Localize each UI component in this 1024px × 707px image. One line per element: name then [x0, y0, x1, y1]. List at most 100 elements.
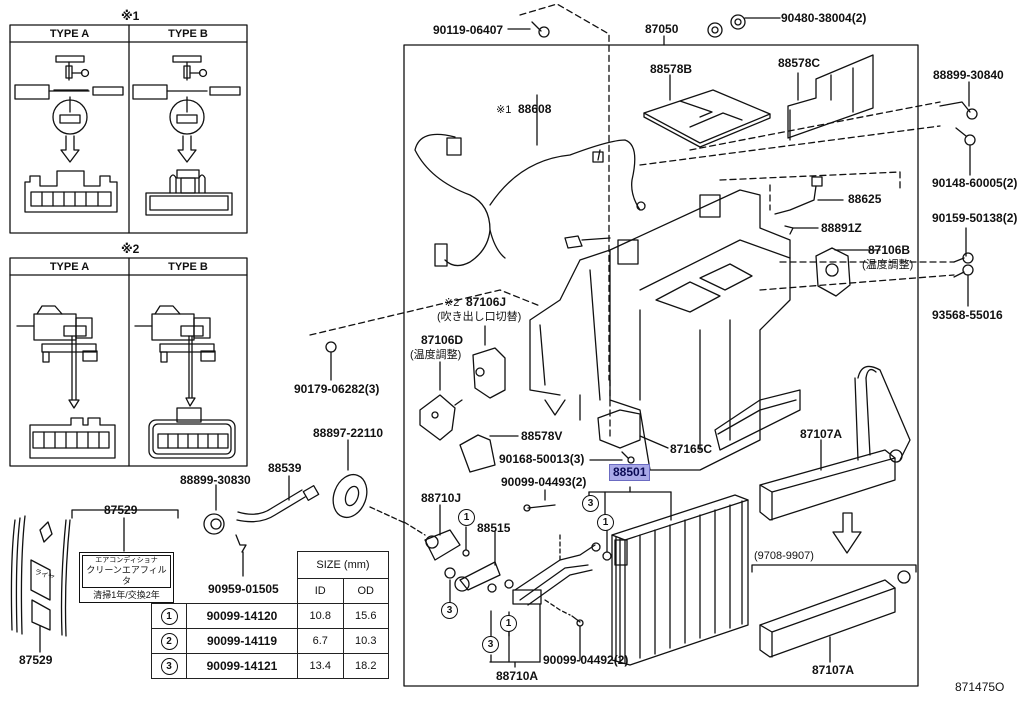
- inset1-type-b-connector-drawing: [132, 55, 241, 216]
- part-label-88891Z[interactable]: 88891Z: [821, 221, 862, 235]
- actuator-87106B: [815, 247, 881, 297]
- filter-88578B: [643, 74, 771, 148]
- inset-2-marker: ※2: [121, 242, 140, 256]
- part-label-87106B[interactable]: 87106B: [868, 243, 911, 257]
- part-label-90119-06407[interactable]: 90119-06407: [433, 23, 504, 37]
- sensor-88625: [774, 176, 844, 215]
- part-label-90168-50013[interactable]: 90168-50013(3): [499, 452, 585, 466]
- size-table-col-id: ID: [297, 578, 344, 604]
- screw-90099-04493: [523, 489, 556, 512]
- size-row-part[interactable]: 90099-14120: [186, 603, 298, 629]
- seal-88578V: [459, 434, 519, 473]
- part-88608-marker: ※1: [496, 104, 512, 116]
- grommet-88897-22110: [332, 439, 406, 524]
- oring-callout: 3: [582, 495, 599, 512]
- part-87106D-note: (温度調整): [410, 349, 462, 361]
- size-row-od: 18.2: [342, 653, 389, 679]
- part-label-87529-top[interactable]: 87529: [104, 503, 138, 517]
- filter-88578C: [787, 54, 874, 141]
- actuator-87106D: [419, 361, 463, 441]
- actuator-87165C: [597, 409, 669, 449]
- size-row-od: 15.6: [342, 603, 389, 629]
- drain-hose-88539: [236, 475, 320, 523]
- size-table-col-od: OD: [342, 578, 389, 604]
- pillar-panel-drawing: [10, 515, 71, 653]
- table-row: 3 90099-14121 13.4 18.2: [151, 653, 389, 679]
- size-row-od: 10.3: [342, 628, 389, 654]
- part-label-90099-04493[interactable]: 90099-04493(2): [501, 475, 587, 489]
- part-label-87107A-bottom[interactable]: 87107A: [812, 663, 855, 677]
- sticker-bracket: [71, 509, 179, 519]
- part-87106J-note: (吹き出し口切替): [437, 311, 522, 323]
- part-label-88899-30840[interactable]: 88899-30840: [933, 68, 1004, 82]
- sticker-line-2: クリーンエアフィルタ: [86, 565, 167, 586]
- plug-88899-30830: [203, 484, 225, 535]
- inset2-type-a-actuator-drawing: [16, 305, 116, 459]
- size-row-part[interactable]: 90099-14121: [186, 653, 298, 679]
- size-row-id: 13.4: [297, 653, 344, 679]
- part-label-87529-bottom[interactable]: 87529: [19, 653, 53, 667]
- part-label-90480-38004[interactable]: 90480-38004(2): [781, 11, 867, 25]
- part-label-88578B[interactable]: 88578B: [650, 62, 693, 76]
- part-label-87050[interactable]: 87050: [645, 22, 679, 36]
- part-label-87106D[interactable]: 87106D: [421, 333, 464, 347]
- evaporator-88501: [588, 486, 749, 666]
- ref-circle: 1: [160, 607, 178, 625]
- pipe-88710J: [403, 504, 461, 561]
- part-label-90148-60005[interactable]: 90148-60005(2): [932, 176, 1018, 190]
- part-label-88625[interactable]: 88625: [848, 192, 882, 206]
- part-label-88608[interactable]: 88608: [518, 102, 552, 116]
- part-label-93568-55016[interactable]: 93568-55016: [932, 308, 1003, 322]
- part-label-88578V[interactable]: 88578V: [521, 429, 563, 443]
- hvac-case-87050: [529, 189, 801, 471]
- clamp-90959-01505: [235, 534, 247, 577]
- part-label-90099-04492[interactable]: 90099-04492(2): [543, 653, 629, 667]
- table-row: 1 90099-14120 10.8 15.6: [151, 603, 389, 629]
- screw-90168-50013: [589, 451, 635, 464]
- table-row: 2 90099-14119 6.7 10.3: [151, 628, 389, 654]
- oring-leaders: [444, 526, 612, 663]
- heater-core-87107A-bottom: [759, 570, 911, 663]
- inset-connector-2-frame: [9, 257, 248, 467]
- oring-callout: 3: [441, 602, 458, 619]
- screw-93568-55016: [953, 264, 974, 307]
- part-label-87106J[interactable]: 87106J: [466, 295, 507, 309]
- figure-id: 871475O: [955, 680, 1005, 694]
- clip-90179-06282: [325, 341, 337, 381]
- sticker-line-1: エアコンディショナ: [95, 557, 158, 564]
- part-label-87107A-top[interactable]: 87107A: [800, 427, 843, 441]
- screw-90148-60005: [955, 127, 976, 176]
- part-label-88515[interactable]: 88515: [477, 521, 511, 535]
- size-row-id: 6.7: [297, 628, 344, 654]
- part-87106J-marker: ※2: [444, 297, 460, 309]
- part-label-88578C[interactable]: 88578C: [778, 56, 821, 70]
- size-row-id: 10.8: [297, 603, 344, 629]
- part-label-88710A[interactable]: 88710A: [496, 669, 539, 683]
- part-label-88501-highlighted[interactable]: 88501: [609, 464, 651, 481]
- inset2-type-b-actuator-drawing: [134, 305, 236, 459]
- part-87106B-note: (温度調整): [862, 259, 914, 271]
- part-label-88710J[interactable]: 88710J: [421, 491, 462, 505]
- actuator-87106J: [472, 325, 506, 399]
- sticker-line-3: 清掃1年/交換2年: [93, 590, 160, 600]
- oring-callout: 3: [482, 636, 499, 653]
- screw-88899-30840: [939, 81, 978, 120]
- part-label-88897-22110[interactable]: 88897-22110: [313, 426, 384, 440]
- part-label-90179-06282[interactable]: 90179-06282(3): [294, 382, 380, 396]
- pipe-88710A: [489, 534, 596, 668]
- inset1-type-a-connector-drawing: [14, 55, 124, 213]
- part-label-90159-50138[interactable]: 90159-50138(2): [932, 211, 1018, 225]
- part-label-88539[interactable]: 88539: [268, 461, 302, 475]
- sticker-87529-card: エアコンディショナ クリーンエアフィルタ 清掃1年/交換2年: [79, 552, 174, 603]
- ref-circle: 3: [160, 657, 178, 675]
- part-label-87165C[interactable]: 87165C: [670, 442, 713, 456]
- inset-1-marker: ※1: [121, 9, 140, 23]
- size-table-header: SIZE (mm): [297, 551, 389, 579]
- inset-1-type-b-heading: TYPE B: [168, 28, 208, 40]
- heater-core-87107A-top: [759, 365, 911, 521]
- size-row-part[interactable]: 90099-14119: [186, 628, 298, 654]
- part-label-88899-30830[interactable]: 88899-30830: [180, 473, 251, 487]
- expansion-valve-88515: [454, 531, 501, 592]
- part-label-90959-01505[interactable]: 90959-01505: [208, 582, 279, 596]
